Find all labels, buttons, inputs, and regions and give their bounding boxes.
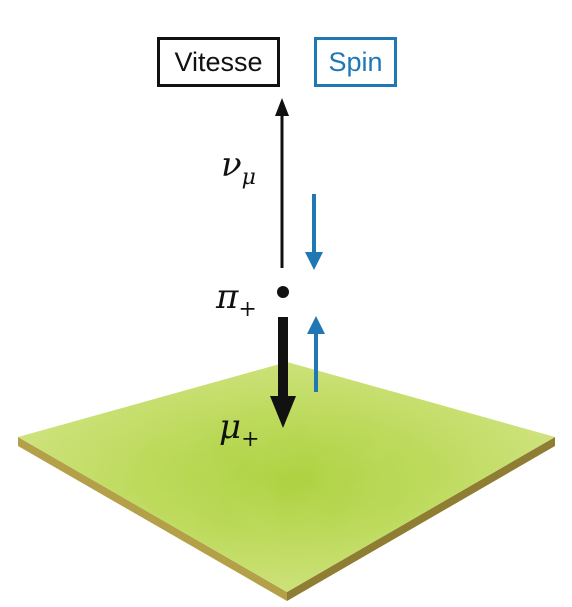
neutrino-label: νμ bbox=[221, 145, 256, 190]
velocity-legend-label: Vitesse bbox=[174, 46, 263, 77]
neutrino-spin-arrow bbox=[305, 194, 323, 270]
spin-legend-box: Spin bbox=[314, 37, 397, 87]
pion-point bbox=[277, 286, 289, 298]
muon-spin-arrow bbox=[307, 316, 325, 392]
muon-label: μ+ bbox=[219, 407, 260, 452]
muon-velocity-arrow bbox=[270, 317, 296, 428]
spin-legend-label: Spin bbox=[328, 46, 383, 77]
neutrino-velocity-arrow bbox=[275, 98, 289, 268]
velocity-legend-box: Vitesse bbox=[157, 37, 280, 87]
ground-plane bbox=[18, 362, 555, 601]
pion-label: π+ bbox=[216, 277, 257, 322]
